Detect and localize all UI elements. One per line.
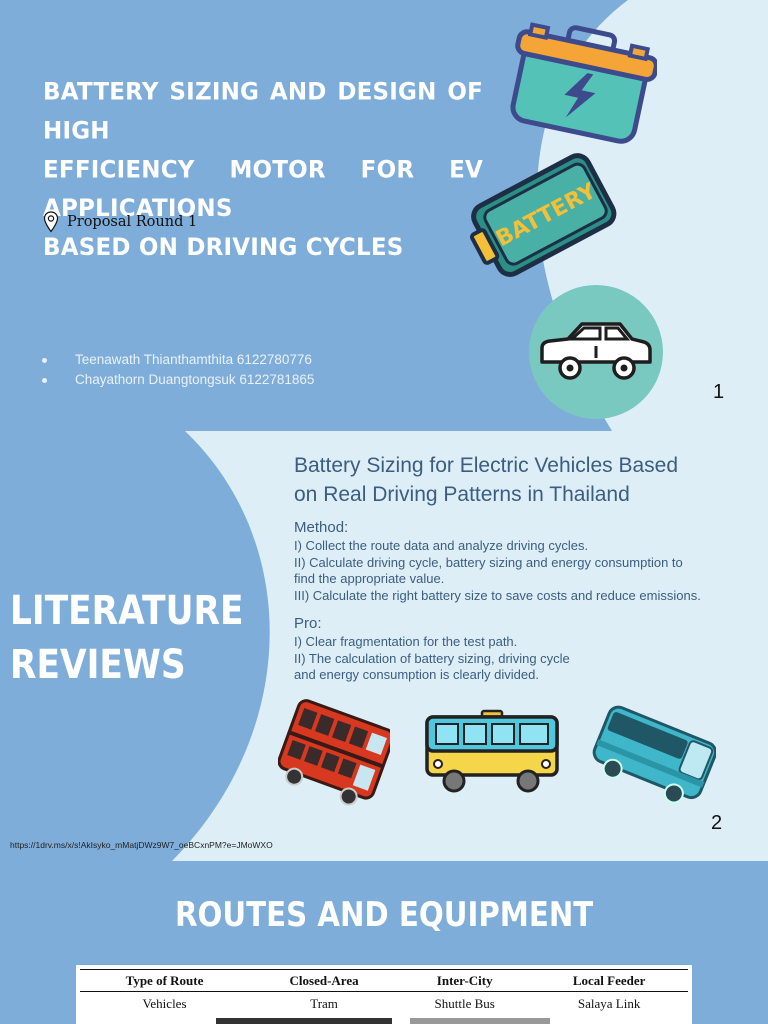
heading-line: REVIEWS <box>10 642 186 688</box>
pro-label: Pro: <box>294 615 322 632</box>
table-cell: Tram <box>310 996 338 1011</box>
routes-title: Routes and Equipment <box>174 895 594 935</box>
author-list: Teenawath Thianthamthita 6122780776 Chay… <box>40 350 314 390</box>
car-icon <box>529 285 663 419</box>
shuttle-bus-photo <box>410 1018 550 1024</box>
table-header-row: Type of Route Closed-Area Inter-City Loc… <box>80 969 688 992</box>
table-header-cell: Local Feeder <box>530 969 688 992</box>
page-number: 1 <box>713 381 725 403</box>
location-pin-icon <box>43 211 59 233</box>
slide2-background <box>0 431 768 861</box>
pro-line: II) The calculation of battery sizing, d… <box>294 650 570 666</box>
paper-title: Battery Sizing for Electric Vehicles Bas… <box>294 451 764 509</box>
table-header-cell: Inter-City <box>399 969 531 992</box>
method-line: III) Calculate the right battery size to… <box>294 587 701 603</box>
coach-bus-icon <box>592 705 716 804</box>
onedrive-link[interactable]: https://1drv.ms/x/s!AkIsyko_mMatjDWz9W7_… <box>10 840 273 850</box>
author-item: Chayathorn Duangtongsuk 6122781865 <box>40 370 314 390</box>
routes-table: Type of Route Closed-Area Inter-City Loc… <box>80 969 688 1015</box>
proposal-label: Proposal Round 1 <box>67 214 198 230</box>
title-line: Efficiency Motor for EV Applications <box>43 156 483 223</box>
title-line: Battery Sizing and Design of High <box>43 78 483 145</box>
table-cell: Salaya Link <box>577 996 641 1011</box>
page-number: 2 <box>711 812 723 834</box>
section-heading: Routes and Equipment <box>0 895 768 935</box>
table-cell: Shuttle Bus <box>434 996 495 1011</box>
literature-review-slide: LITERATURE REVIEWS Battery Sizing for El… <box>0 431 768 861</box>
table-cell: Vehicles <box>142 996 187 1011</box>
paper-title-line: on Real Driving Patterns in Thailand <box>294 483 630 506</box>
city-bus-icon <box>425 709 559 793</box>
double-decker-bus-icon <box>278 699 390 806</box>
table-header-cell: Type of Route <box>80 969 249 992</box>
pro-line: and energy consumption is clearly divide… <box>294 667 539 682</box>
title-line: Based on Driving Cycles <box>43 234 404 262</box>
method-label: Method: <box>294 519 349 536</box>
battery-pack-icon: BATTERY <box>469 153 617 277</box>
title-slide: Battery Sizing and Design of High Effici… <box>0 0 768 431</box>
method-line: find the appropriate value. <box>294 571 445 586</box>
pro-line: I) Clear fragmentation for the test path… <box>294 634 518 649</box>
routes-table-card: Type of Route Closed-Area Inter-City Loc… <box>76 965 692 1024</box>
method-line: I) Collect the route data and analyze dr… <box>294 538 589 553</box>
presentation-title: Battery Sizing and Design of High Effici… <box>43 73 483 267</box>
table-header-cell: Closed-Area <box>249 969 400 992</box>
proposal-row: Proposal Round 1 <box>43 211 197 233</box>
heading-line: LITERATURE <box>10 588 244 634</box>
author-item: Teenawath Thianthamthita 6122780776 <box>40 350 314 370</box>
method-line: II) Calculate driving cycle, battery siz… <box>294 554 683 570</box>
pro-block: Pro: I) Clear fragmentation for the test… <box>294 614 764 684</box>
table-row: Vehicles Tram Shuttle Bus Salaya Link <box>80 992 688 1016</box>
tram-photo <box>216 1018 392 1024</box>
section-heading: LITERATURE REVIEWS <box>10 584 244 692</box>
paper-title-line: Battery Sizing for Electric Vehicles Bas… <box>294 454 679 477</box>
toolbox-battery-icon <box>510 22 657 144</box>
routes-slide: Routes and Equipment Type of Route Close… <box>0 861 768 1024</box>
method-block: Method: I) Collect the route data and an… <box>294 518 764 604</box>
